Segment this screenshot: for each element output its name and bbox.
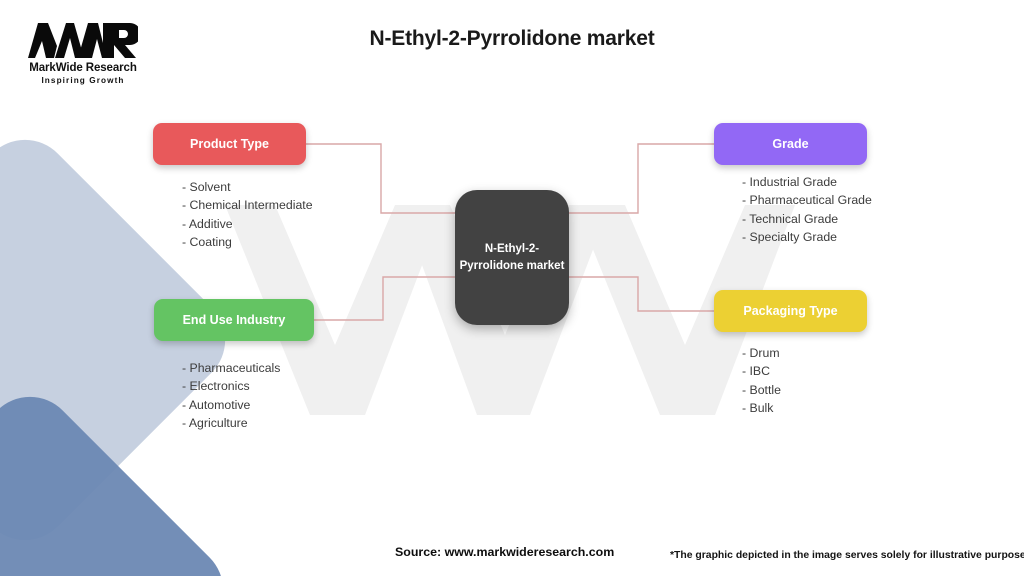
- node-grade-label: Grade: [772, 137, 809, 151]
- list-item: - Pharmaceuticals: [182, 361, 281, 375]
- list-item: - Electronics: [182, 379, 250, 394]
- logo-tagline: Inspiring Growth: [41, 76, 125, 85]
- node-grade[interactable]: Grade: [714, 123, 867, 165]
- items-product-type: - Solvent - Chemical Intermediate - Addi…: [182, 178, 313, 251]
- list-item: - Bulk: [742, 400, 774, 415]
- page-title: N-Ethyl-2-Pyrrolidone market: [369, 27, 655, 50]
- list-item: - Pharmaceutical Grade: [742, 193, 872, 208]
- logo-company-name: MarkWide Research: [29, 62, 137, 74]
- center-node[interactable]: N-Ethyl-2- Pyrrolidone market: [455, 190, 569, 325]
- items-packaging-type: - Drum - IBC - Bottle - Bulk: [742, 344, 781, 417]
- center-node-label-line2: Pyrrolidone market: [459, 259, 565, 272]
- logo: MarkWide Research Inspiring Growth: [18, 22, 148, 88]
- list-item: - Agriculture: [182, 415, 248, 430]
- list-item: - Automotive: [182, 397, 251, 412]
- list-item: - Coating: [182, 234, 232, 249]
- node-product-type-label: Product Type: [190, 137, 269, 151]
- list-item: - IBC: [742, 364, 771, 379]
- disclaimer-label: *The graphic depicted in the image serve…: [670, 550, 1024, 561]
- items-end-use-industry: - Pharmaceuticals - Electronics - Automo…: [182, 359, 280, 432]
- list-item: - Drum: [742, 346, 780, 360]
- list-item: - Technical Grade: [742, 211, 839, 226]
- items-grade: - Industrial Grade - Pharmaceutical Grad…: [742, 173, 872, 246]
- node-end-use-industry-label: End Use Industry: [182, 313, 286, 327]
- node-packaging-type[interactable]: Packaging Type: [714, 290, 867, 332]
- list-item: - Additive: [182, 216, 233, 231]
- logo-mwr-icon: [28, 23, 138, 58]
- node-packaging-type-label: Packaging Type: [743, 304, 838, 318]
- source-label: Source: www.markwideresearch.com: [395, 545, 615, 559]
- list-item: - Solvent: [182, 180, 231, 194]
- list-item: - Industrial Grade: [742, 175, 838, 189]
- list-item: - Chemical Intermediate: [182, 198, 313, 213]
- connector-product-type: [306, 143, 455, 214]
- connector-packaging-type: [569, 276, 714, 312]
- connector-grade: [569, 143, 714, 214]
- node-product-type[interactable]: Product Type: [153, 123, 306, 165]
- list-item: - Bottle: [742, 382, 781, 397]
- connector-end-use-industry: [314, 276, 455, 321]
- center-node-label-line1: N-Ethyl-2-: [484, 242, 540, 255]
- list-item: - Specialty Grade: [742, 229, 838, 244]
- node-end-use-industry[interactable]: End Use Industry: [154, 299, 314, 341]
